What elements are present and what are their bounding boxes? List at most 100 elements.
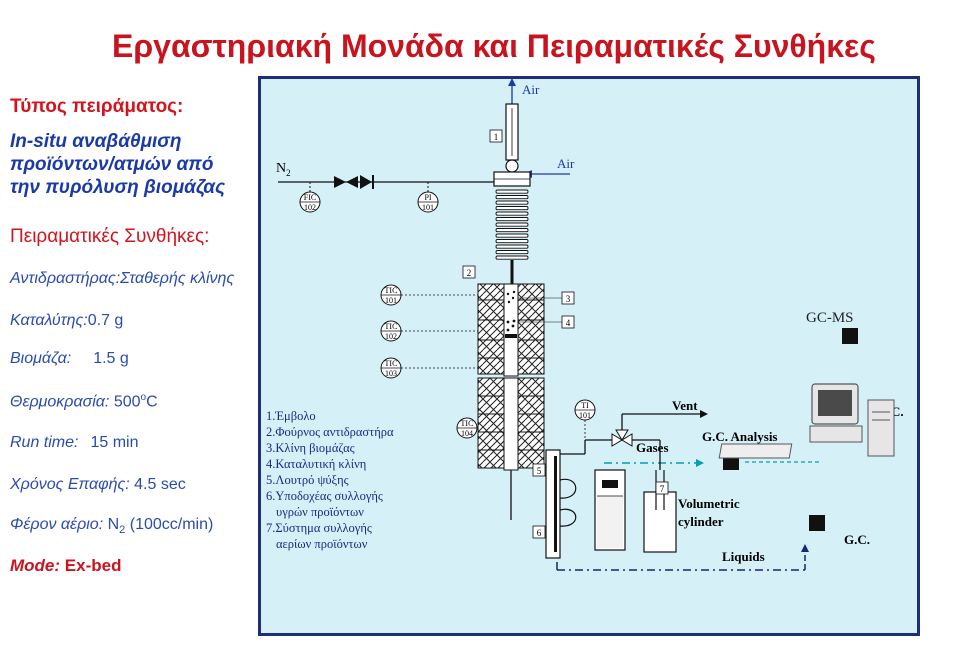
vent-label: Vent xyxy=(672,398,698,413)
ti-101-tag: TI 101 xyxy=(574,399,596,440)
svg-text:3: 3 xyxy=(566,294,571,304)
reactor-condition: Αντιδραστήρας:Σταθερής κλίνης xyxy=(10,270,235,287)
mode-label: Mode: xyxy=(10,556,61,575)
svg-text:101: 101 xyxy=(385,296,397,305)
legend: 1.Έμβολο 2.Φούρνος αντιδραστήρα 3.Κλίνη … xyxy=(266,408,426,552)
legend-item-7: 7.Σύστημα συλλογής xyxy=(266,521,372,535)
liquids-arrowhead xyxy=(801,544,809,552)
runtime-condition: Run time:15 min xyxy=(10,434,139,452)
biomass-value: 1.5 g xyxy=(93,350,129,367)
svg-text:104: 104 xyxy=(461,429,473,438)
svg-text:TIC: TIC xyxy=(385,286,398,295)
flow-valve-icon xyxy=(334,176,358,188)
gcms-square-icon xyxy=(842,328,858,344)
legend-item-2: 2.Φούρνος αντιδραστήρα xyxy=(266,425,394,439)
temperature-condition: Θερμοκρασία: 500oC xyxy=(10,392,158,411)
legend-item-1: 1.Έμβολο xyxy=(266,409,316,423)
legend-item-6: 6.Υποδοχέας συλλογής xyxy=(266,489,383,503)
tic-101-tag: TIC 101 xyxy=(380,284,478,306)
air-top-arrowhead xyxy=(508,78,516,86)
tic-104-tag: TIC 104 xyxy=(456,417,478,439)
n2-label: N2 xyxy=(276,161,291,178)
temperature-sup: o xyxy=(140,392,147,403)
item-6-box: 6 xyxy=(532,525,546,539)
carrier-gas-condition: Φέρον αέριο: N2 (100cc/min) xyxy=(10,516,213,536)
legend-item-7b: αερίων προϊόντων xyxy=(276,537,368,551)
svg-text:7: 7 xyxy=(660,484,665,494)
svg-text:TIC: TIC xyxy=(385,359,398,368)
cooling-fin xyxy=(495,200,529,205)
cooling-bath xyxy=(545,449,577,559)
legend-item-5: 5.Λουτρό ψύξης xyxy=(266,473,349,487)
svg-text:101: 101 xyxy=(579,411,591,420)
vent-arrowhead xyxy=(700,410,708,418)
catalyst-value: 0.7 g xyxy=(87,312,124,329)
item-2-box: 2 xyxy=(462,265,476,279)
carrier-n: N xyxy=(107,516,120,533)
contact-time-label: Χρόνος Επαφής: xyxy=(10,476,130,493)
process-diagram-panel xyxy=(258,76,920,636)
gas-collection-cylinder xyxy=(594,469,626,551)
air-top-label: Air xyxy=(522,82,540,97)
gc-square-icon xyxy=(809,515,825,531)
svg-text:TIC: TIC xyxy=(461,419,474,428)
cooling-fin xyxy=(495,239,529,244)
legend-item-6b: υγρών προϊόντων xyxy=(276,505,364,519)
gc-label: G.C. xyxy=(844,532,870,547)
cooling-fin xyxy=(495,206,529,211)
tic-103-tag: TIC 103 xyxy=(380,357,478,379)
contact-time-condition: Χρόνος Επαφής: 4.5 sec xyxy=(10,476,186,494)
svg-text:4: 4 xyxy=(566,318,571,328)
svg-text:TIC: TIC xyxy=(385,322,398,331)
cooling-fin xyxy=(495,195,529,200)
carrier-gas-label: Φέρον αέριο: xyxy=(10,516,104,533)
computer-icon xyxy=(718,383,895,459)
piston-icon xyxy=(493,103,531,187)
runtime-label: Run time: xyxy=(10,434,79,451)
svg-text:102: 102 xyxy=(385,332,397,341)
svg-text:102: 102 xyxy=(304,203,316,212)
cylinder-label: cylinder xyxy=(678,514,724,529)
liquids-label: Liquids xyxy=(722,549,765,564)
svg-text:PI: PI xyxy=(424,193,431,202)
item-5-box: 5 xyxy=(532,463,546,477)
carrier-sub: 2 xyxy=(119,524,126,537)
svg-text:103: 103 xyxy=(385,369,397,378)
svg-text:FIC: FIC xyxy=(304,193,316,202)
volumetric-cylinder-icon xyxy=(643,470,677,553)
legend-item-3: 3.Κλίνη βιομάζας xyxy=(266,441,355,455)
cooling-fin xyxy=(495,217,529,222)
fic-102-tag: FIC 102 xyxy=(299,182,321,213)
conditions-heading: Πειραματικές Συνθήκες: xyxy=(10,226,210,247)
catalyst-label: Καταλύτης: xyxy=(10,312,88,329)
gcms-label: GC-MS xyxy=(806,310,854,326)
pi-101-tag: PI 101 xyxy=(417,182,439,213)
cooling-fin xyxy=(495,244,529,249)
cooling-fin xyxy=(495,189,529,194)
item-1-box: 1 xyxy=(489,129,503,143)
svg-text:5: 5 xyxy=(537,466,542,476)
svg-text:101: 101 xyxy=(422,203,434,212)
cooling-fin xyxy=(495,233,529,238)
gc-analysis-label: G.C. Analysis xyxy=(702,429,778,444)
svg-text:TI: TI xyxy=(581,401,589,410)
item-3-box: 3 xyxy=(518,291,575,305)
experiment-line-3: την πυρόλυση βιομάζας xyxy=(10,177,226,198)
experiment-line-2: προϊόντων/ατμών από xyxy=(10,154,214,175)
item-4-box: 4 xyxy=(518,315,575,329)
three-way-valve-icon xyxy=(611,429,633,447)
carrier-value: (100cc/min) xyxy=(129,516,214,533)
biomass-bed-icon xyxy=(505,290,517,304)
legend-item-4: 4.Καταλυτική κλίνη xyxy=(266,457,367,471)
biomass-label: Βιομάζα: xyxy=(10,350,72,367)
air-side-label: Air xyxy=(557,156,575,171)
item-7-box: 7 xyxy=(655,481,669,495)
gases-label: Gases xyxy=(636,440,669,455)
mode-condition: Mode: Ex-bed xyxy=(10,556,121,576)
cooling-fin xyxy=(495,222,529,227)
temperature-label: Θερμοκρασία: xyxy=(10,393,110,411)
cooling-fin xyxy=(495,211,529,216)
svg-text:1: 1 xyxy=(494,132,499,142)
experiment-line-1: In-situ αναβάθμιση xyxy=(10,131,182,152)
